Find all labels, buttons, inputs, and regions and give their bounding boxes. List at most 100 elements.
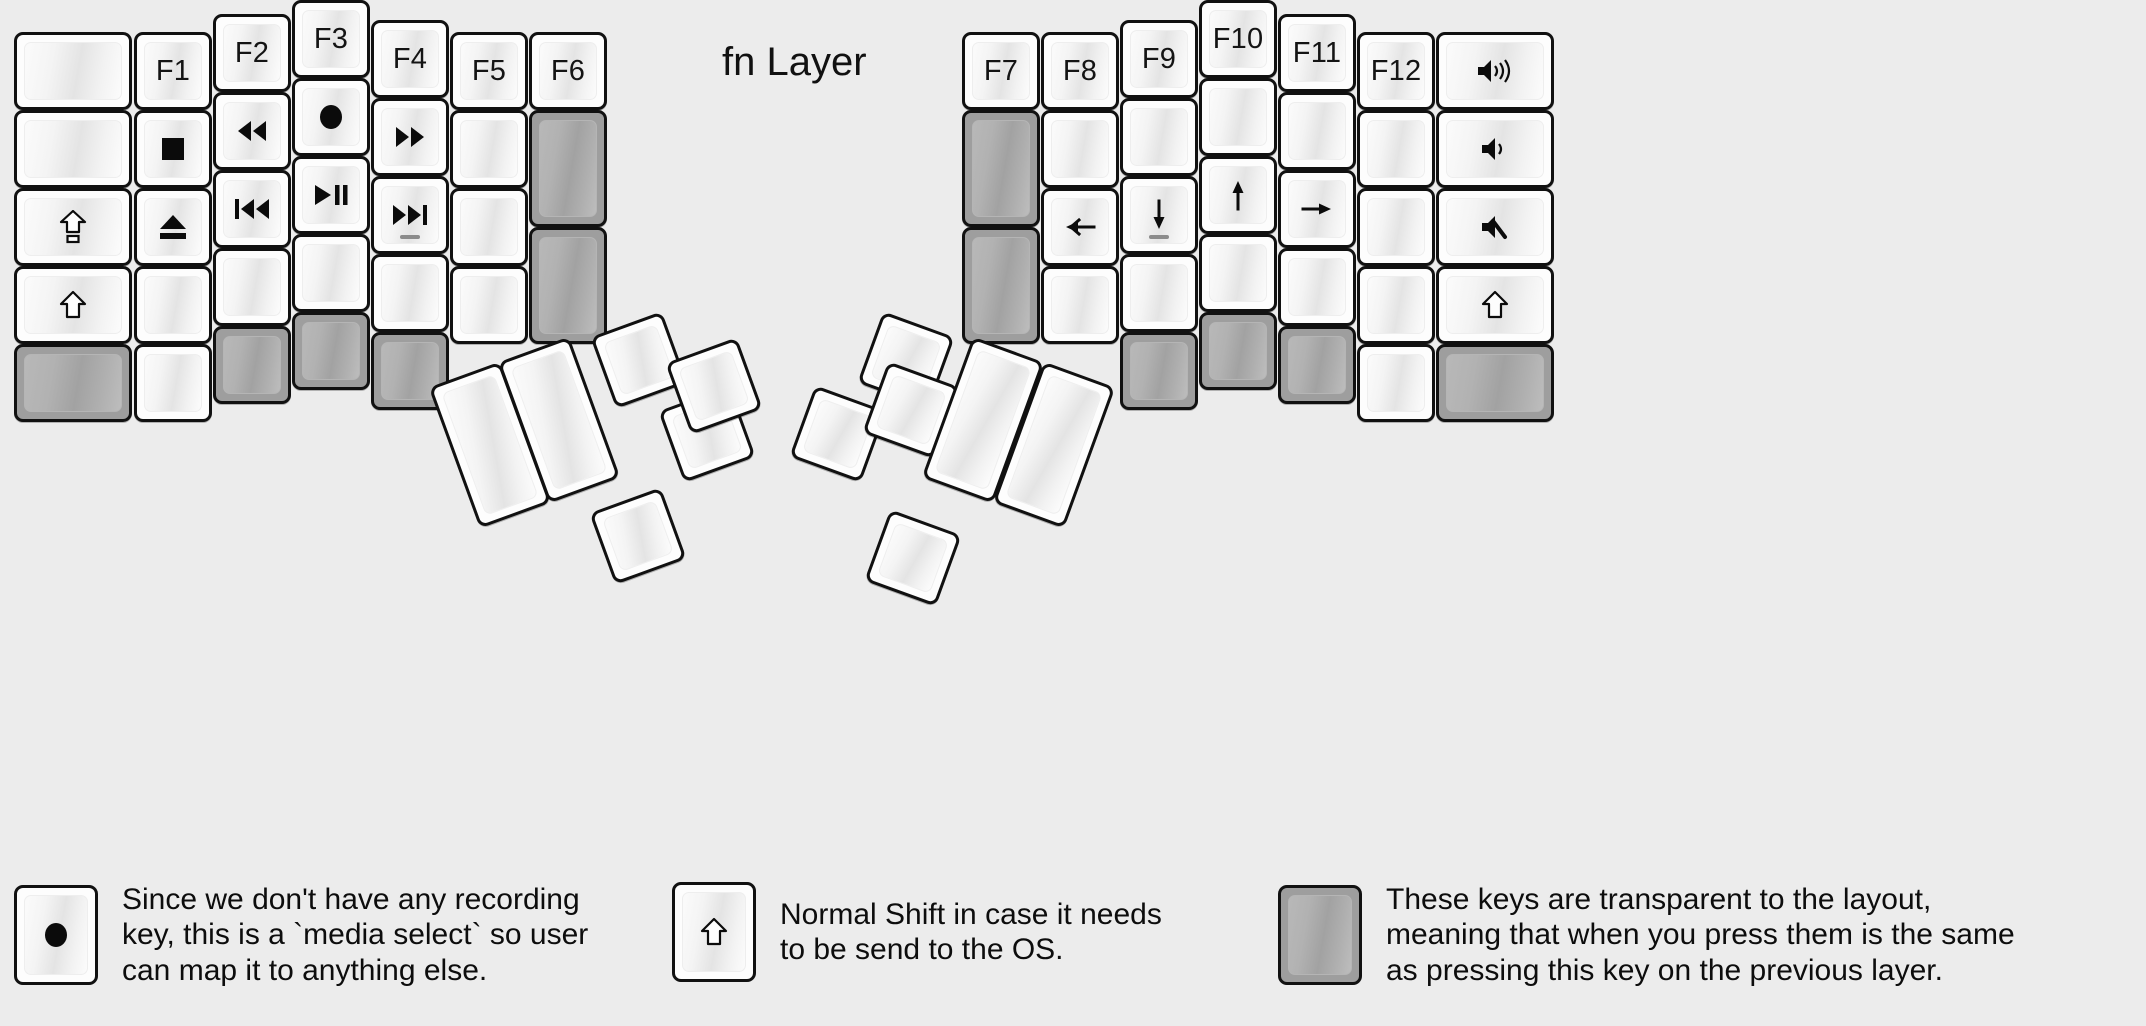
key-left-pinky-outer-3[interactable] <box>14 188 132 266</box>
key-right-index-5[interactable] <box>1120 332 1198 410</box>
key-left-pinky-2[interactable] <box>134 110 212 188</box>
key-right-pinky-2[interactable] <box>1357 110 1435 188</box>
key-left-ring-1[interactable]: F2 <box>213 14 291 92</box>
key-right-middle-4[interactable] <box>1199 234 1277 312</box>
key-left-index-4[interactable] <box>371 254 449 332</box>
key-right-index-1[interactable]: F9 <box>1120 20 1198 98</box>
key-right-ring-3[interactable] <box>1278 170 1356 248</box>
key-right-pinky-4[interactable] <box>1357 266 1435 344</box>
key-right-middle-5[interactable] <box>1199 312 1277 390</box>
key-left-ring-3[interactable] <box>213 170 291 248</box>
keycap-face <box>144 198 202 256</box>
key-right-ring-5[interactable] <box>1278 326 1356 404</box>
key-right-ring-2[interactable] <box>1278 92 1356 170</box>
keycap-face <box>144 354 202 412</box>
keycap-face <box>1130 342 1188 400</box>
key-right-pinky-outer-1[interactable] <box>1436 32 1554 110</box>
key-right-pinky-5[interactable] <box>1357 344 1435 422</box>
key-left-index-2[interactable] <box>371 98 449 176</box>
keycap-face <box>460 276 518 334</box>
key-right-middle-1[interactable]: F10 <box>1199 0 1277 78</box>
key-right-ring-1[interactable]: F11 <box>1278 14 1356 92</box>
key-right-index-4[interactable] <box>1120 254 1198 332</box>
key-right-ring-4[interactable] <box>1278 248 1356 326</box>
key-left-pinky-outer-5[interactable] <box>14 344 132 422</box>
keycap-face <box>144 120 202 178</box>
eject-icon <box>158 213 188 241</box>
key-thumb-l6[interactable] <box>589 487 687 585</box>
fast-forward-icon <box>393 125 427 149</box>
key-left-pinky-outer-4[interactable] <box>14 266 132 344</box>
key-right-middle-3[interactable] <box>1199 156 1277 234</box>
key-left-pinky-5[interactable] <box>134 344 212 422</box>
key-right-index-3[interactable] <box>1120 176 1198 254</box>
key-right-inner-most-2[interactable] <box>962 110 1040 227</box>
keycap-face <box>381 342 439 400</box>
key-left-index-1[interactable]: F4 <box>371 20 449 98</box>
key-right-pinky-1[interactable]: F12 <box>1357 32 1435 110</box>
key-right-index-2[interactable] <box>1120 98 1198 176</box>
key-right-pinky-outer-4[interactable] <box>1436 266 1554 344</box>
key-right-index-inner-4[interactable] <box>1041 266 1119 344</box>
legend-panel: Since we don't have any recording key, t… <box>0 866 2146 1026</box>
key-left-inner-most-2[interactable] <box>529 110 607 227</box>
key-left-index-inner-3[interactable] <box>450 188 528 266</box>
keycap-face <box>1367 198 1425 256</box>
key-left-index-inner-4[interactable] <box>450 266 528 344</box>
key-left-ring-2[interactable] <box>213 92 291 170</box>
keycap-face: F12 <box>1367 42 1425 100</box>
keycap-face <box>877 522 949 594</box>
key-left-middle-1[interactable]: F3 <box>292 0 370 78</box>
key-left-middle-3[interactable] <box>292 156 370 234</box>
key-left-inner-most-1[interactable]: F6 <box>529 32 607 110</box>
legend-item-3: These keys are transparent to the layout… <box>1278 882 2015 988</box>
key-left-index-inner-2[interactable] <box>450 110 528 188</box>
legend-key-2 <box>672 882 756 982</box>
key-left-ring-4[interactable] <box>213 248 291 326</box>
key-left-pinky-outer-2[interactable] <box>14 110 132 188</box>
key-thumb-r4[interactable] <box>864 509 962 607</box>
key-left-inner-most-3[interactable] <box>529 227 607 344</box>
keycap-face <box>1051 120 1109 178</box>
keycap-face <box>1288 258 1346 316</box>
keycap-face <box>802 398 874 470</box>
key-label: F12 <box>1370 54 1422 87</box>
key-right-pinky-outer-3[interactable] <box>1436 188 1554 266</box>
keycap-face <box>24 120 122 178</box>
key-right-middle-2[interactable] <box>1199 78 1277 156</box>
key-left-pinky-3[interactable] <box>134 188 212 266</box>
key-left-middle-5[interactable] <box>292 312 370 390</box>
prev-track-icon <box>233 197 271 221</box>
keycap-face <box>539 120 597 217</box>
key-right-inner-most-1[interactable]: F7 <box>962 32 1040 110</box>
keycap-face: F8 <box>1051 42 1109 100</box>
keycap-face <box>678 350 750 422</box>
key-right-inner-most-3[interactable] <box>962 227 1040 344</box>
keycap-face <box>223 336 281 394</box>
key-left-middle-4[interactable] <box>292 234 370 312</box>
key-left-index-5[interactable] <box>371 332 449 410</box>
key-left-ring-5[interactable] <box>213 326 291 404</box>
key-right-pinky-3[interactable] <box>1357 188 1435 266</box>
key-right-pinky-outer-2[interactable] <box>1436 110 1554 188</box>
arrow-left-icon <box>1064 215 1096 239</box>
key-left-index-inner-1[interactable]: F5 <box>450 32 528 110</box>
arrow-up-icon <box>1226 179 1250 211</box>
keycap-face: F3 <box>302 10 360 68</box>
key-left-index-3[interactable] <box>371 176 449 254</box>
key-left-pinky-outer-1[interactable] <box>14 32 132 110</box>
keycap-face <box>24 276 122 334</box>
keycap-face <box>24 198 122 256</box>
key-left-pinky-4[interactable] <box>134 266 212 344</box>
keycap-face <box>1288 895 1352 976</box>
key-right-index-inner-1[interactable]: F8 <box>1041 32 1119 110</box>
key-right-pinky-outer-5[interactable] <box>1436 344 1554 422</box>
keycap-face <box>223 102 281 160</box>
key-left-middle-2[interactable] <box>292 78 370 156</box>
record-icon <box>318 104 344 130</box>
key-left-pinky-1[interactable]: F1 <box>134 32 212 110</box>
key-right-index-inner-2[interactable] <box>1041 110 1119 188</box>
record-icon <box>43 922 69 948</box>
stop-icon <box>160 136 186 162</box>
key-right-index-inner-3[interactable] <box>1041 188 1119 266</box>
